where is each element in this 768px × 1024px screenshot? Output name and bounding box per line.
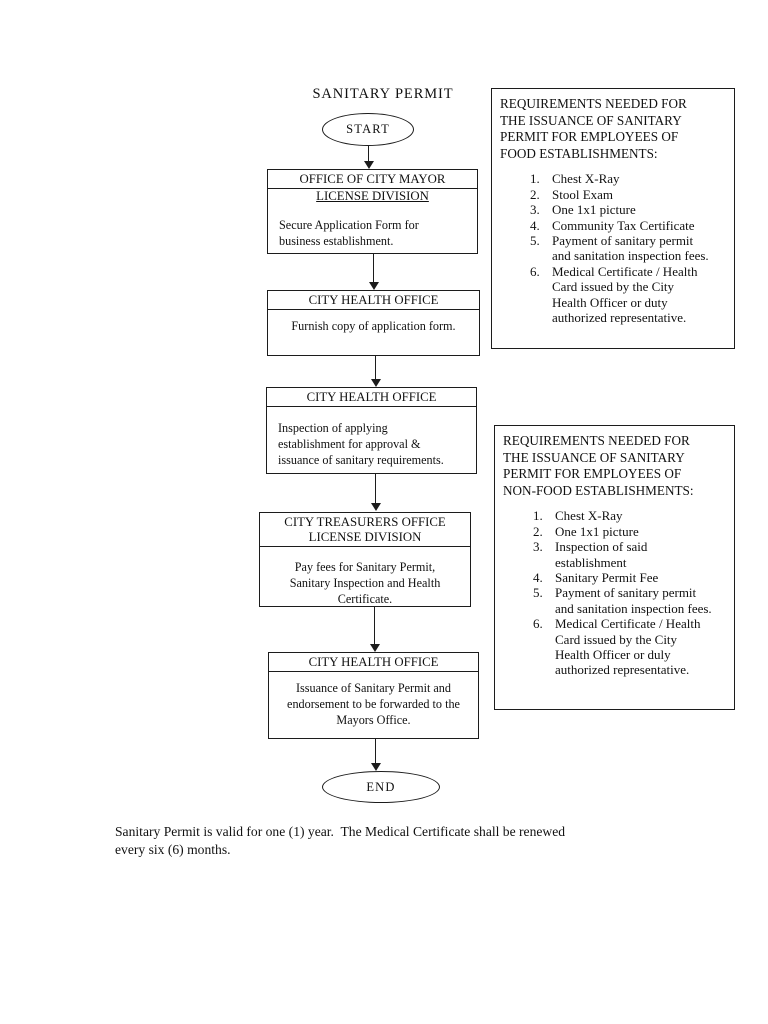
item-number: 2. [533, 523, 543, 539]
step-division-label: LICENSE DIVISION [316, 189, 429, 203]
down-arrow [363, 146, 374, 169]
requirement-item: 2. Stool Exam [530, 187, 730, 202]
step-office-label: CITY HEALTH OFFICE [268, 291, 479, 310]
requirement-item: 4. Community Tax Certificate [530, 218, 730, 233]
requirement-item: 6. Medical Certificate / Health Card iss… [530, 264, 730, 326]
step-division-label: LICENSE DIVISION [308, 530, 422, 544]
requirement-item: 5. Payment of sanitary permit and sanita… [533, 585, 730, 616]
requirement-item: 5. Payment of sanitary permit and sanita… [530, 233, 730, 264]
requirement-item: 3. One 1x1 picture [530, 202, 730, 217]
step-action-text: Pay fees for Sanitary Permit, Sanitary I… [289, 560, 441, 606]
down-arrow [368, 254, 379, 290]
item-number: 2. [530, 186, 540, 202]
start-label: START [346, 122, 390, 136]
down-arrow [370, 356, 381, 387]
flow-step-health-office-2: CITY HEALTH OFFICE Inspection of applyin… [266, 387, 477, 474]
requirements-food-title: REQUIREMENTS NEEDED FOR THE ISSUANCE OF … [500, 96, 687, 161]
step-action-text: Secure Application Form for business est… [279, 218, 419, 248]
requirement-item: 3. Inspection of said establishment [533, 539, 730, 570]
item-text: Medical Certificate / Health Card issued… [555, 616, 701, 678]
item-text: Inspection of said establishment [555, 539, 648, 570]
requirement-item: 2. One 1x1 picture [533, 524, 730, 539]
flow-step-health-office-3: CITY HEALTH OFFICE Issuance of Sanitary … [268, 652, 479, 739]
step-action-text: Inspection of applying establishment for… [278, 421, 444, 467]
end-label: END [366, 779, 396, 794]
item-number: 4. [530, 217, 540, 233]
down-arrow [370, 474, 381, 511]
step-office-label: OFFICE OF CITY MAYOR [268, 170, 477, 189]
item-number: 1. [533, 508, 543, 524]
item-text: Chest X-Ray [552, 171, 620, 187]
requirements-nonfood-list: 1. Chest X-Ray 2. One 1x1 picture 3. Ins… [533, 508, 730, 677]
down-arrow [370, 739, 381, 771]
requirements-nonfood-box: REQUIREMENTS NEEDED FOR THE ISSUANCE OF … [494, 425, 735, 710]
item-number: 6. [533, 616, 543, 632]
item-number: 3. [533, 539, 543, 555]
item-number: 5. [530, 233, 540, 248]
step-office-label: CITY HEALTH OFFICE [269, 653, 478, 672]
down-arrow [369, 607, 380, 652]
end-terminator: END [322, 771, 440, 803]
item-text: Payment of sanitary permit and sanitatio… [552, 233, 709, 264]
item-text: One 1x1 picture [555, 523, 639, 539]
requirement-item: 1. Chest X-Ray [533, 508, 730, 523]
requirement-item: 4. Sanitary Permit Fee [533, 570, 730, 585]
step-office-label: CITY TREASURERS OFFICE LICENSE DIVISION [260, 513, 470, 547]
item-number: 6. [530, 263, 540, 279]
flow-step-treasurers-office: CITY TREASURERS OFFICE LICENSE DIVISION … [259, 512, 471, 607]
start-terminator: START [322, 113, 414, 146]
item-text: Community Tax Certificate [552, 217, 695, 233]
flow-step-mayor-office: OFFICE OF CITY MAYOR LICENSE DIVISION Se… [267, 169, 478, 254]
item-number: 5. [533, 585, 543, 601]
step-action-text: Furnish copy of application form. [291, 319, 456, 333]
item-text: One 1x1 picture [552, 202, 636, 218]
requirements-food-list: 1. Chest X-Ray 2. Stool Exam 3. One 1x1 … [530, 171, 730, 325]
requirements-nonfood-title: REQUIREMENTS NEEDED FOR THE ISSUANCE OF … [503, 433, 694, 498]
item-text: Medical Certificate / Health Card issued… [552, 263, 698, 326]
item-number: 3. [530, 202, 540, 218]
requirement-item: 6. Medical Certificate / Health Card iss… [533, 616, 730, 678]
requirements-food-box: REQUIREMENTS NEEDED FOR THE ISSUANCE OF … [491, 88, 735, 349]
validity-note: Sanitary Permit is valid for one (1) yea… [115, 824, 566, 857]
step-action-text: Issuance of Sanitary Permit and endorsem… [287, 681, 460, 727]
item-text: Stool Exam [552, 186, 614, 202]
item-text: Payment of sanitary permit and sanitatio… [555, 585, 712, 616]
item-text: Chest X-Ray [555, 508, 623, 524]
item-text: Sanitary Permit Fee [555, 570, 659, 585]
item-number: 4. [533, 570, 543, 585]
requirement-item: 1. Chest X-Ray [530, 171, 730, 186]
step-office-label: CITY HEALTH OFFICE [267, 388, 476, 407]
item-number: 1. [530, 171, 540, 187]
flow-step-health-office-1: CITY HEALTH OFFICE Furnish copy of appli… [267, 290, 480, 356]
page-title: SANITARY PERMIT [312, 86, 454, 102]
